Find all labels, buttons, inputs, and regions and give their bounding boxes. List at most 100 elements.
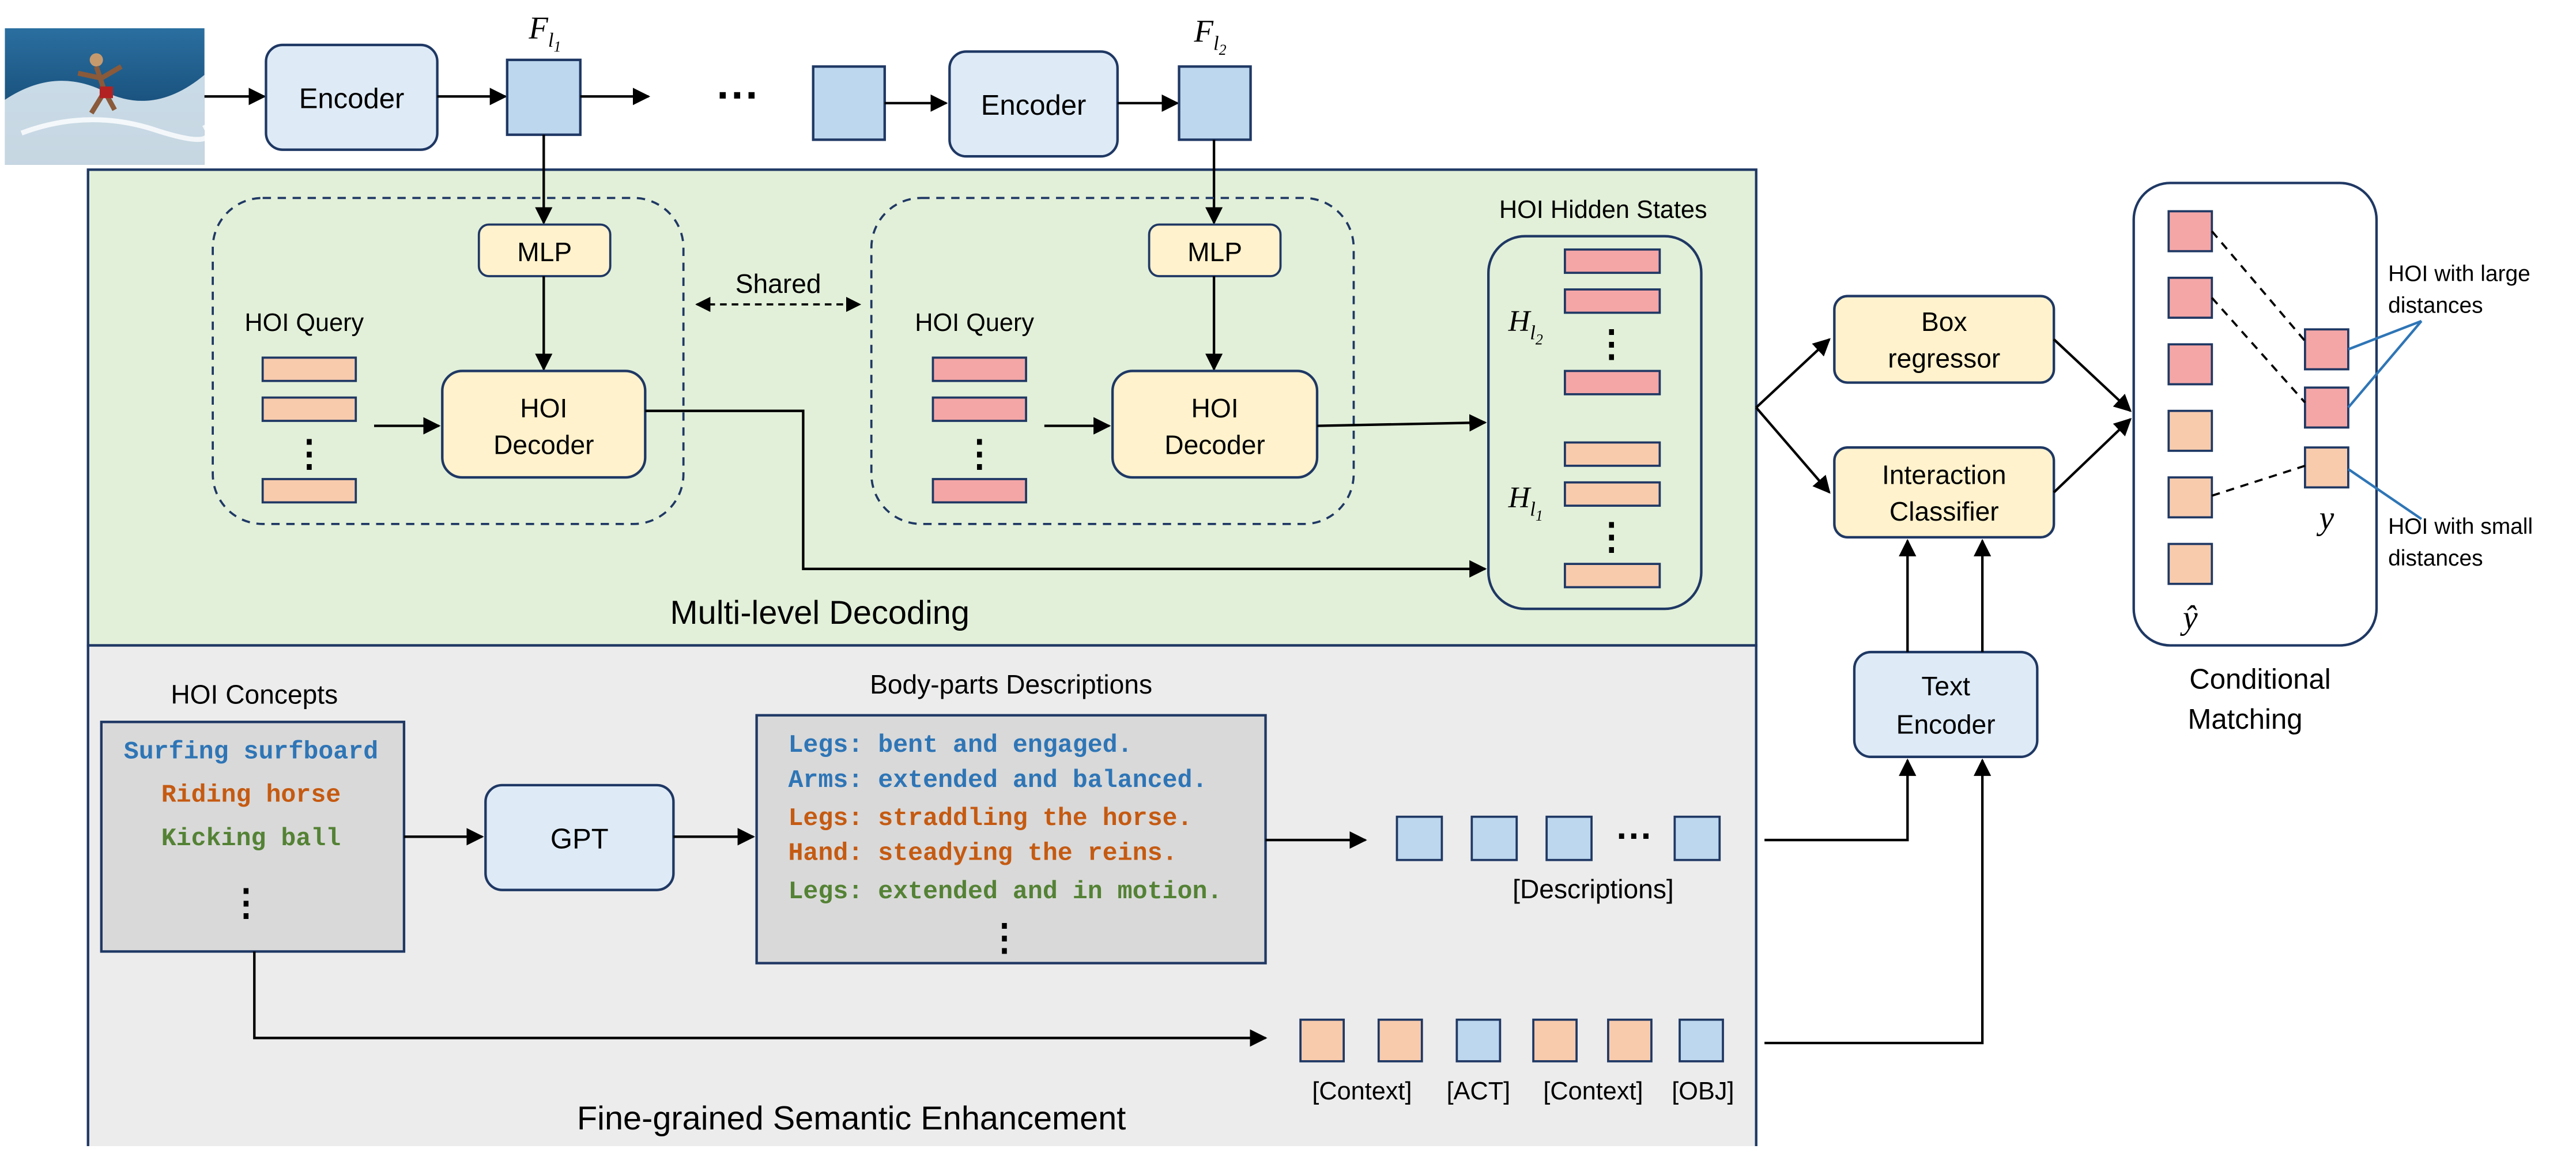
- shared-label: Shared: [736, 269, 821, 299]
- pred-token-2: [2167, 276, 2213, 319]
- decoder-block-2: [870, 197, 1355, 525]
- large-distance-line1: HOI with large: [2388, 262, 2530, 287]
- descriptions-vdots: ⋮: [986, 918, 1023, 958]
- conditional-matching-line1: Conditional: [2189, 664, 2330, 695]
- hoi-query-1-label: HOI Query: [244, 309, 364, 337]
- encoder-2-label: Encoder: [981, 90, 1087, 121]
- pred-token-4: [2167, 409, 2213, 452]
- hoi-query-2-label: HOI Query: [915, 309, 1034, 337]
- query-1-token-3: [261, 478, 357, 504]
- body-parts-title: Body-parts Descriptions: [870, 669, 1152, 699]
- box-regressor-line1: Box: [1921, 307, 1967, 337]
- gpt-label: GPT: [550, 824, 609, 855]
- interaction-classifier-line1: Interaction: [1882, 460, 2007, 490]
- mlp-1-label: MLP: [517, 237, 572, 267]
- small-distance-line1: HOI with small: [2388, 514, 2533, 539]
- interaction-classifier-line2: Classifier: [1889, 496, 1999, 526]
- decoder-block-1: [212, 197, 685, 525]
- prompt-token-4: [1532, 1018, 1578, 1063]
- description-4: Hand: steadying the reins.: [788, 839, 1177, 868]
- concepts-vdots: ⋮: [228, 883, 264, 923]
- mlp-2-label: MLP: [1187, 237, 1242, 267]
- feature-mid-token: [812, 65, 886, 141]
- decoding-title: Multi-level Decoding: [670, 594, 970, 631]
- encoder-1-label: Encoder: [299, 84, 405, 115]
- concept-3: Kicking ball: [161, 824, 341, 853]
- small-distance-line2: distances: [2388, 546, 2483, 571]
- gt-token-1: [2304, 328, 2349, 371]
- pred-token-1: [2167, 210, 2213, 253]
- description-token-4: [1673, 815, 1721, 861]
- query-1-vdots: ⋮: [291, 434, 327, 474]
- prompt-label-context-2: [Context]: [1543, 1078, 1643, 1105]
- hidden-l1-token-2: [1564, 481, 1661, 507]
- hoi-decoder-2-line1: HOI: [1191, 393, 1239, 423]
- pred-token-5: [2167, 476, 2213, 519]
- semantic-title: Fine-grained Semantic Enhancement: [577, 1100, 1126, 1137]
- description-1: Legs: bent and engaged.: [788, 731, 1132, 759]
- hidden-l2-vdots: ⋮: [1593, 323, 1630, 364]
- query-2-token-3: [931, 478, 1027, 504]
- descriptions-token-label: [Descriptions]: [1513, 874, 1674, 904]
- hidden-l1-token-3: [1564, 563, 1661, 589]
- pred-token-3: [2167, 343, 2213, 386]
- description-token-2: [1470, 815, 1518, 861]
- box-regressor-line2: regressor: [1888, 344, 2000, 374]
- y-hat-label: ŷ: [2180, 600, 2198, 636]
- y-label: y: [2317, 500, 2334, 537]
- hoi-decoder-1-line1: HOI: [520, 393, 567, 423]
- hoi-decoder-1-line2: Decoder: [493, 430, 594, 460]
- feature-l2-token: [1178, 65, 1252, 141]
- prompt-label-context-1: [Context]: [1312, 1078, 1412, 1105]
- gt-token-3: [2304, 446, 2349, 489]
- hoi-decoder-1-box: [441, 370, 647, 479]
- feature-l1-label: Fl1: [528, 10, 561, 55]
- description-3: Legs: straddling the horse.: [788, 804, 1192, 832]
- large-distance-line2: distances: [2388, 293, 2483, 318]
- query-1-token-1: [261, 356, 357, 382]
- hidden-l2-token-1: [1564, 248, 1661, 274]
- concept-2: Riding horse: [161, 781, 341, 809]
- query-2-token-2: [931, 396, 1027, 422]
- description-token-1: [1396, 815, 1443, 861]
- hidden-states-box: [1487, 235, 1703, 611]
- conditional-matching-line2: Matching: [2188, 704, 2303, 735]
- hoi-decoder-2-line2: Decoder: [1164, 430, 1265, 460]
- query-2-vdots: ⋮: [961, 434, 998, 474]
- prompt-token-3: [1455, 1018, 1502, 1063]
- description-2: Arms: extended and balanced.: [788, 766, 1207, 794]
- hoi-concepts-title: HOI Concepts: [171, 679, 338, 709]
- hoi-decoder-2-box: [1111, 370, 1319, 479]
- h-l2-label: Hl2: [1508, 305, 1543, 348]
- query-1-token-2: [261, 396, 357, 422]
- h-l1-label: Hl1: [1508, 481, 1543, 524]
- hidden-states-label: HOI Hidden States: [1499, 196, 1707, 224]
- text-encoder-line2: Encoder: [1896, 709, 1996, 739]
- prompt-token-2: [1377, 1018, 1423, 1063]
- description-5: Legs: extended and in motion.: [788, 877, 1222, 906]
- hidden-l2-token-2: [1564, 288, 1661, 314]
- pred-token-6: [2167, 543, 2213, 585]
- hoi-concepts-box: [100, 721, 406, 953]
- text-encoder-box: [1853, 650, 2039, 758]
- body-parts-box: [755, 714, 1267, 965]
- query-2-token-1: [931, 356, 1027, 382]
- feature-l1-token: [506, 58, 582, 136]
- hidden-l1-token-1: [1564, 441, 1661, 467]
- description-token-ellipsis: ···: [1616, 816, 1653, 857]
- text-encoder-line1: Text: [1921, 671, 1970, 701]
- hidden-l1-vdots: ⋮: [1593, 517, 1630, 557]
- prompt-token-6: [1679, 1018, 1724, 1063]
- gt-token-2: [2304, 386, 2349, 429]
- prompt-label-obj: [OBJ]: [1672, 1078, 1734, 1105]
- description-token-3: [1545, 815, 1593, 861]
- feature-l2-label: Fl2: [1193, 13, 1226, 58]
- prompt-label-act: [ACT]: [1447, 1078, 1511, 1105]
- encoder-ellipsis: ···: [716, 70, 760, 119]
- surfer-photo: [5, 28, 210, 165]
- hidden-l2-token-3: [1564, 370, 1661, 395]
- concept-1: Surfing surfboard: [124, 738, 378, 766]
- prompt-token-1: [1299, 1018, 1345, 1063]
